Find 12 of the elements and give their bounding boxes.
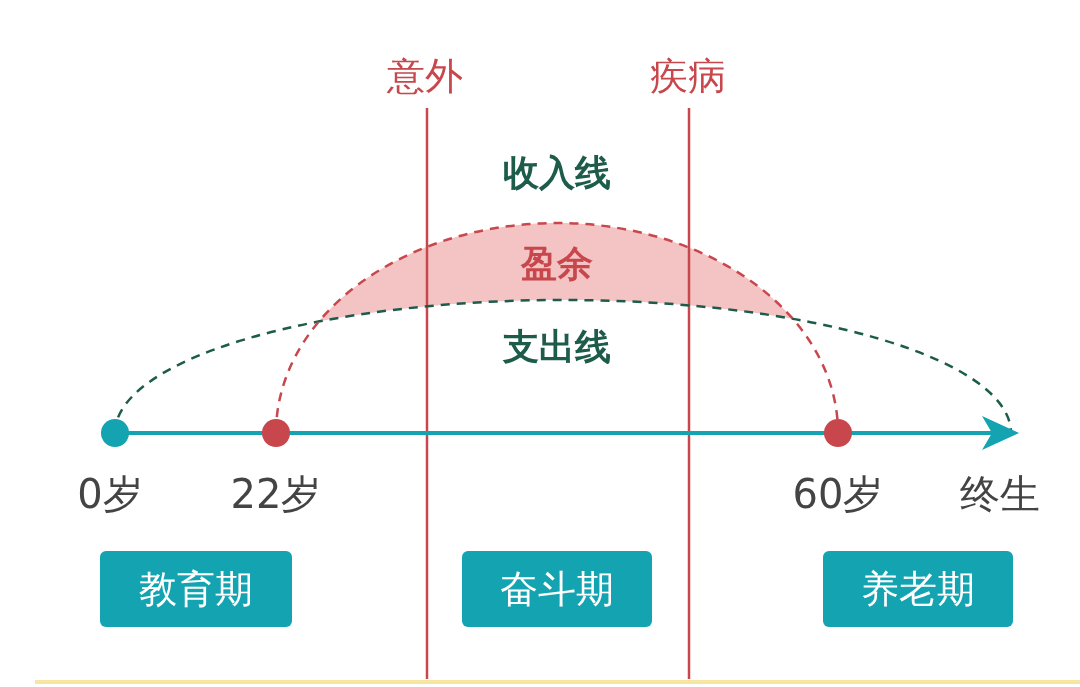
event-label: 意外 — [387, 57, 463, 95]
phase-box: 教育期 — [100, 551, 292, 627]
event-label: 疾病 — [650, 57, 726, 95]
age-label: 终生 — [960, 474, 1040, 514]
area-label: 盈余 — [521, 246, 593, 282]
curve-label: 收入线 — [503, 155, 611, 191]
age-label: 0岁 — [77, 474, 143, 514]
age-label: 60岁 — [792, 474, 884, 514]
age-label: 22岁 — [230, 474, 322, 514]
phase-box: 奋斗期 — [462, 551, 652, 627]
phase-box: 养老期 — [823, 551, 1013, 627]
curve-label: 支出线 — [503, 329, 611, 365]
